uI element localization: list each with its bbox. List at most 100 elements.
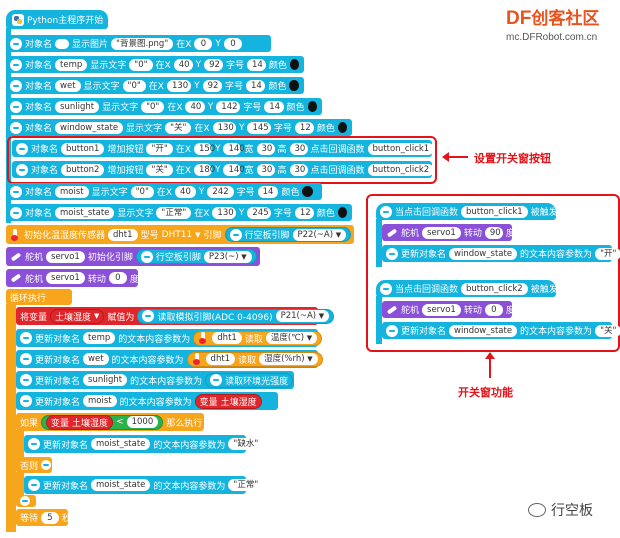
buttons-note: 设置开关窗按钮 bbox=[474, 152, 551, 165]
color-swatch[interactable] bbox=[302, 186, 314, 197]
servo-icon bbox=[386, 227, 398, 239]
image-file-field[interactable]: "背景图.png" bbox=[111, 37, 174, 50]
minus-icon bbox=[10, 37, 22, 50]
callback2-hat[interactable]: 当点击回调函数 button_click2 被触发 bbox=[376, 280, 558, 297]
update-moist-state-normal-block[interactable]: 更新对象名 moist_state 的文本内容参数为 "正常" bbox=[24, 476, 264, 494]
minus-icon bbox=[10, 58, 22, 71]
init-dht-block[interactable]: 初始化温湿度传感器 dht1 型号 DHT11 ▼ 引脚 行空板引脚 P22(~… bbox=[6, 225, 354, 244]
servo-init-block[interactable]: 舵机 servo1 初始化引脚 行空板引脚 P23(~) ▼ bbox=[6, 247, 260, 266]
if-footer bbox=[16, 495, 36, 507]
show-text-sunlight-block[interactable]: 对象名 sunlight 显示文字 "0" 在X 40 Y 142 字号 14 … bbox=[6, 98, 322, 115]
show-image-block[interactable]: 对象名 显示图片 "背景图.png" 在X 0 Y 0 bbox=[6, 35, 271, 52]
func-note-arrowhead bbox=[485, 352, 495, 359]
callback1-hat[interactable]: 当点击回调函数 button_click1 被触发 bbox=[376, 203, 558, 220]
wechat-name: 行空板 bbox=[551, 502, 593, 518]
update-moist-block[interactable]: 更新对象名 moist 的文本内容参数为 变量 土壤湿度 bbox=[16, 392, 278, 410]
plus-circle-icon[interactable] bbox=[20, 496, 30, 506]
minus-icon bbox=[10, 206, 22, 219]
wechat-icon bbox=[528, 503, 546, 517]
light-read[interactable]: 读取环境光强度 bbox=[205, 372, 294, 388]
pin-selector[interactable]: 行空板引脚 P22(~A) ▼ bbox=[224, 227, 352, 242]
func-note-arrow bbox=[489, 356, 491, 378]
color-swatch[interactable] bbox=[289, 80, 300, 91]
minus-icon bbox=[386, 324, 398, 337]
callback1-servo-block[interactable]: 舵机 servo1 转动 90 度 bbox=[382, 224, 515, 241]
color-swatch[interactable] bbox=[289, 59, 299, 70]
color-swatch[interactable] bbox=[337, 207, 347, 218]
minus-icon bbox=[10, 121, 22, 134]
update-moist-state-dry-block[interactable]: 更新对象名 moist_state 的文本内容参数为 "缺水" bbox=[24, 435, 264, 453]
if-block[interactable]: 如果 变量 土壤湿度 < 1000 那么执行 bbox=[16, 413, 204, 431]
caret-down-icon: ▼ bbox=[306, 334, 313, 342]
callbacks-highlight-frame bbox=[366, 194, 620, 352]
minus-icon bbox=[142, 310, 155, 322]
add-button1-block[interactable]: 对象名 button1 增加按钮 "开" 在X 150 Y 140 宽 30 高… bbox=[12, 140, 435, 157]
caret-down-icon: ▼ bbox=[318, 312, 325, 320]
add-button2-block[interactable]: 对象名 button2 增加按钮 "关" 在X 180 Y 140 宽 30 高… bbox=[12, 161, 435, 178]
analog-read[interactable]: 读取模拟引脚(ADC 0-4096) P21(~A) ▼ bbox=[137, 308, 335, 324]
servo-icon bbox=[386, 304, 398, 316]
variable-reporter[interactable]: 变量 土壤湿度 bbox=[46, 414, 114, 430]
model-dropdown[interactable]: DHT11 ▼ bbox=[161, 229, 201, 240]
minus-icon bbox=[20, 332, 32, 344]
brand-cn: 创客社区 bbox=[531, 9, 600, 28]
loop-block[interactable]: 循环执行 bbox=[6, 289, 72, 305]
thermometer-icon bbox=[198, 332, 209, 344]
minus-icon bbox=[10, 79, 22, 92]
variable-reporter[interactable]: 变量 土壤湿度 bbox=[194, 393, 262, 409]
minus-icon bbox=[210, 374, 223, 386]
color-swatch[interactable] bbox=[307, 101, 317, 112]
callback2-update-block[interactable]: 更新对象名 window_state 的文本内容参数为 "关" bbox=[382, 322, 620, 339]
loop-spine bbox=[6, 304, 16, 532]
minus-icon bbox=[10, 185, 22, 198]
show-text-moist-block[interactable]: 对象名 moist 显示文字 "0" 在X 40 Y 242 字号 14 颜色 bbox=[6, 183, 322, 200]
show-text-moist-state-block[interactable]: 对象名 moist_state 显示文字 "正常" 在X 130 Y 245 字… bbox=[6, 204, 352, 221]
servo-rotate-block[interactable]: 舵机 servo1 转动 0 度 bbox=[6, 269, 139, 287]
pin-selector[interactable]: 行空板引脚 P23(~) ▼ bbox=[135, 249, 257, 264]
caret-down-icon: ▼ bbox=[335, 230, 342, 239]
update-temp-block[interactable]: 更新对象名 temp 的文本内容参数为 dht1 读取 温度(℃) ▼ bbox=[16, 329, 323, 347]
minus-icon bbox=[20, 374, 32, 386]
python-main-start-block[interactable]: Python主程序开始 bbox=[6, 10, 109, 29]
thermometer-icon bbox=[10, 228, 21, 241]
callback2-spine bbox=[376, 296, 382, 344]
object-name-empty-field[interactable] bbox=[55, 38, 70, 49]
callback2-servo-block[interactable]: 舵机 servo1 转动 0 度 bbox=[382, 301, 515, 318]
callback1-update-block[interactable]: 更新对象名 window_state 的文本内容参数为 "开" bbox=[382, 245, 620, 262]
minus-icon bbox=[229, 228, 242, 241]
callback1-spine bbox=[376, 219, 382, 267]
else-block[interactable]: 否则 bbox=[16, 457, 52, 473]
color-swatch[interactable] bbox=[337, 122, 347, 133]
dht-read[interactable]: dht1 读取 温度(℃) ▼ bbox=[193, 330, 323, 346]
minus-icon bbox=[386, 247, 398, 260]
update-sunlight-block[interactable]: 更新对象名 sunlight 的文本内容参数为 读取环境光强度 bbox=[16, 371, 294, 389]
variable-dropdown[interactable]: 土壤湿度 ▼ bbox=[50, 308, 105, 324]
else-spine bbox=[16, 472, 24, 498]
watermark-logo: DF创客社区 bbox=[506, 4, 599, 30]
minus-icon bbox=[20, 395, 32, 407]
minus-icon bbox=[140, 250, 153, 263]
minus-icon bbox=[20, 353, 32, 365]
python-icon bbox=[12, 13, 24, 26]
minus-icon bbox=[380, 282, 392, 295]
show-text-window-state-block[interactable]: 对象名 window_state 显示文字 "关" 在X 130 Y 145 字… bbox=[6, 119, 352, 136]
show-text-wet-block[interactable]: 对象名 wet 显示文字 "0" 在X 130 Y 92 字号 14 颜色 bbox=[6, 77, 304, 94]
minus-circle-icon[interactable] bbox=[41, 460, 52, 470]
servo-icon bbox=[10, 272, 22, 284]
show-text-temp-block[interactable]: 对象名 temp 显示文字 "0" 在X 40 Y 92 字号 14 颜色 bbox=[6, 56, 304, 73]
dht-read[interactable]: dht1 读取 湿度(%rh) ▼ bbox=[186, 351, 323, 367]
if-spine bbox=[16, 430, 24, 460]
wait-block[interactable]: 等待 5 秒 bbox=[16, 509, 71, 526]
caret-down-icon: ▼ bbox=[241, 252, 247, 261]
caret-down-icon: ▼ bbox=[94, 312, 100, 320]
caret-down-icon: ▼ bbox=[307, 355, 313, 363]
update-wet-block[interactable]: 更新对象名 wet 的文本内容参数为 dht1 读取 湿度(%rh) ▼ bbox=[16, 350, 323, 368]
wechat-watermark: 行空板 bbox=[528, 500, 593, 520]
minus-icon bbox=[380, 205, 392, 218]
compare-expression[interactable]: 变量 土壤湿度 < 1000 bbox=[41, 414, 164, 430]
start-label: Python主程序开始 bbox=[27, 16, 104, 26]
minus-icon bbox=[10, 100, 22, 113]
servo-icon bbox=[10, 251, 22, 263]
assign-variable-block[interactable]: 将变量 土壤湿度 ▼ 赋值为 读取模拟引脚(ADC 0-4096) P21(~A… bbox=[16, 307, 335, 325]
minus-icon bbox=[16, 142, 28, 155]
